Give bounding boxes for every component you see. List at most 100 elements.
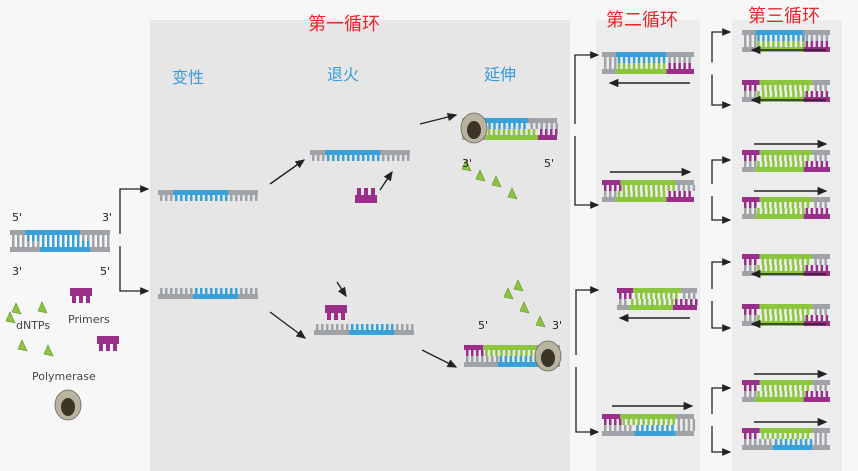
base-tooth [82, 241, 85, 247]
base-tooth [673, 191, 676, 197]
strand-segment [380, 150, 410, 155]
base-tooth [647, 419, 650, 425]
base-tooth [317, 155, 320, 161]
strand-segment [742, 271, 756, 276]
base-tooth [667, 419, 670, 425]
base-tooth [810, 35, 814, 41]
base-tooth [815, 91, 819, 97]
base-tooth [787, 265, 790, 271]
base-tooth [624, 299, 627, 305]
base-tooth [762, 41, 765, 47]
strand-segment [464, 362, 498, 367]
base-tooth [687, 425, 691, 431]
cycle1-panel [150, 20, 570, 471]
base-tooth [661, 299, 664, 305]
base-tooth [805, 265, 809, 271]
base-tooth [160, 288, 163, 294]
strand-segment [10, 230, 25, 235]
base-tooth [627, 57, 631, 63]
cycle1-bracket-bottom-up [575, 286, 600, 355]
strand-segment [666, 69, 694, 74]
strand-segment [755, 167, 804, 172]
base-tooth [787, 35, 790, 41]
base-tooth [657, 185, 660, 191]
base-tooth [815, 208, 819, 214]
base-tooth [781, 433, 785, 439]
base-tooth [102, 235, 105, 241]
dntp-icon [519, 301, 530, 314]
base-tooth [677, 419, 681, 425]
strand-segment [476, 118, 529, 123]
base-tooth [754, 155, 757, 161]
base-tooth [749, 202, 752, 208]
base-tooth [692, 425, 696, 431]
base-tooth [757, 91, 760, 97]
base-tooth [225, 288, 228, 294]
base-tooth [656, 425, 659, 431]
base-tooth [490, 350, 493, 356]
base-tooth [683, 57, 686, 63]
base-tooth [820, 41, 824, 47]
strand-segment [681, 288, 697, 293]
base-tooth [749, 155, 752, 161]
base-tooth [670, 293, 673, 299]
strand-segment [602, 180, 621, 185]
base-tooth [485, 350, 488, 356]
base-tooth [637, 57, 641, 63]
base-tooth [777, 91, 780, 97]
base-tooth [802, 161, 805, 167]
base-tooth [819, 433, 822, 439]
strand-segment [755, 30, 804, 35]
base-tooth [42, 235, 45, 241]
base-tooth [815, 315, 819, 321]
base-tooth [52, 235, 55, 241]
base-tooth [782, 41, 785, 47]
base-tooth [92, 241, 95, 247]
base-tooth [614, 191, 617, 197]
base-tooth [776, 155, 780, 161]
base-tooth [513, 123, 516, 129]
denatured-bottom-strand [158, 288, 258, 299]
strand-segment [803, 30, 830, 35]
base-tooth [97, 235, 100, 241]
base-tooth [801, 155, 805, 161]
base-tooth [796, 155, 800, 161]
cycle2-duplex-4-top [602, 414, 696, 425]
dntp-icon [503, 287, 514, 300]
base-tooth [636, 425, 639, 431]
base-tooth [814, 385, 817, 391]
strand-segment [742, 167, 756, 172]
base-tooth [195, 195, 198, 201]
strand-segment [673, 305, 697, 310]
base-tooth [771, 259, 775, 265]
base-tooth [411, 324, 414, 330]
strand-segment [812, 428, 830, 433]
base-tooth [772, 35, 775, 41]
cycle3-duplex-4-top [742, 197, 830, 208]
base-tooth [776, 433, 780, 439]
base-tooth [402, 155, 405, 161]
base-tooth [486, 356, 489, 362]
base-tooth [629, 293, 632, 299]
strand-segment [803, 167, 830, 172]
base-tooth [784, 439, 788, 445]
base-tooth [792, 315, 795, 321]
strand-segment [675, 431, 694, 436]
base-tooth [672, 419, 675, 425]
cycle2-duplex-1-bottom [602, 63, 694, 74]
base-tooth [170, 195, 173, 201]
strand-segment [310, 150, 325, 155]
strand-segment [812, 304, 830, 309]
base-tooth [675, 293, 678, 299]
base-tooth [749, 161, 752, 167]
base-tooth [695, 299, 698, 305]
base-tooth [647, 63, 651, 69]
base-tooth [688, 293, 691, 299]
base-tooth [170, 288, 173, 294]
base-tooth [782, 391, 785, 397]
base-tooth [805, 208, 809, 214]
base-tooth [824, 439, 827, 445]
base-tooth [761, 385, 765, 391]
strand-segment [10, 247, 40, 252]
base-tooth [337, 155, 340, 161]
